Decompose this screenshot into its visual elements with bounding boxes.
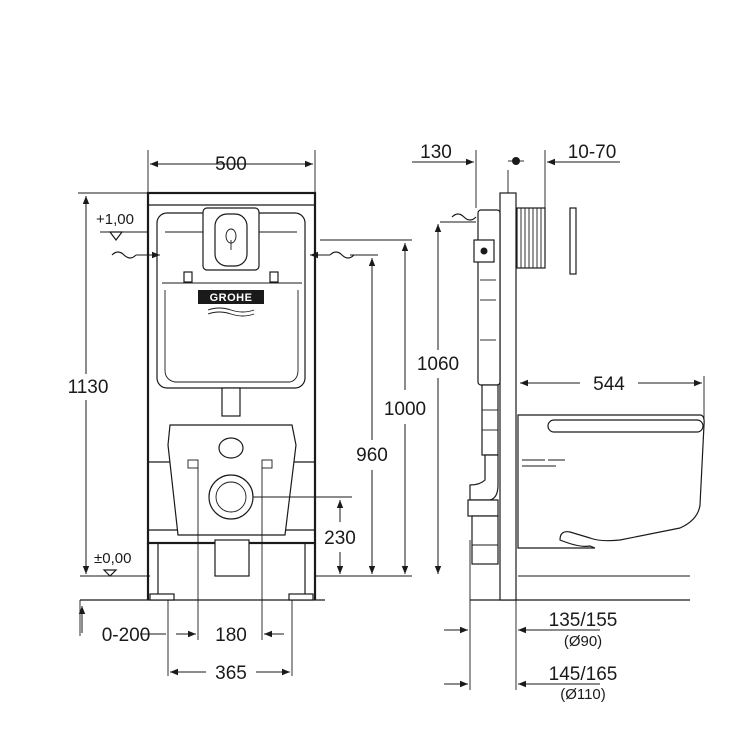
side-toilet-seat xyxy=(547,419,704,433)
dim-365-label: 365 xyxy=(215,663,247,684)
drain-outlet-inner xyxy=(215,481,247,513)
level-floor-marker xyxy=(102,569,118,577)
side-drain-coupling xyxy=(467,499,499,517)
dim-500-label: 500 xyxy=(215,154,247,175)
side-flush-pipe xyxy=(481,384,499,456)
brand-badge xyxy=(198,290,264,304)
level-top-label: +1,00 xyxy=(96,211,134,228)
side-inlet-wave xyxy=(451,213,477,221)
foot-plate-left xyxy=(149,593,175,601)
dim-230-label: 230 xyxy=(324,528,356,549)
dim-145-165-diameter: (Ø110) xyxy=(560,686,606,703)
dim-960-label: 960 xyxy=(356,445,388,466)
level-floor-label: ±0,00 xyxy=(94,550,131,567)
drain-pipe xyxy=(214,539,250,577)
side-flush-plate xyxy=(569,207,577,275)
level-top-marker xyxy=(108,231,124,241)
cistern-connector-right xyxy=(269,271,279,283)
dim-10-70-label: 10-70 xyxy=(568,142,617,163)
flush-inlet xyxy=(218,437,244,459)
side-cistern xyxy=(477,209,501,386)
dim-0-200-label: 0-200 xyxy=(102,625,151,646)
side-actuator-ribs xyxy=(520,208,542,268)
dim-130-label: 130 xyxy=(420,142,452,163)
dim-1000-label: 1000 xyxy=(384,399,426,420)
dim-544-label: 544 xyxy=(593,374,625,395)
cistern-connector-left xyxy=(183,271,193,283)
bolt-right xyxy=(261,459,273,469)
side-inlet-valve xyxy=(480,247,488,255)
brand-logo-text: GROHE xyxy=(210,292,253,304)
dim-135-155-diameter: (Ø90) xyxy=(564,633,602,650)
side-drain-elbow xyxy=(469,454,499,501)
dim-1130-label: 1130 xyxy=(68,377,109,398)
inlet-wave-right xyxy=(329,251,355,259)
bolt-left xyxy=(187,459,199,469)
brand-wave-1 xyxy=(207,307,255,313)
side-view: 130 10-70 1060 544 135/155 (Ø90) xyxy=(412,142,705,703)
side-frame-post xyxy=(499,192,517,601)
dim-135-155-label: 135/155 xyxy=(549,610,618,631)
front-view: GROHE 500 1130 +1,00 xyxy=(68,150,426,684)
dim-145-165-label: 145/165 xyxy=(549,664,618,685)
side-drain-pipe xyxy=(471,515,499,565)
inlet-wave-left xyxy=(111,251,137,259)
brand-wave-2 xyxy=(207,311,255,317)
flush-pipe xyxy=(221,387,241,417)
side-toilet-bowl xyxy=(517,414,705,549)
cistern-tank xyxy=(164,290,299,383)
dim-1060-label: 1060 xyxy=(417,354,459,375)
foot-plate-right xyxy=(288,593,314,601)
dim-180-label: 180 xyxy=(215,625,247,646)
side-actuator-housing xyxy=(516,207,546,269)
